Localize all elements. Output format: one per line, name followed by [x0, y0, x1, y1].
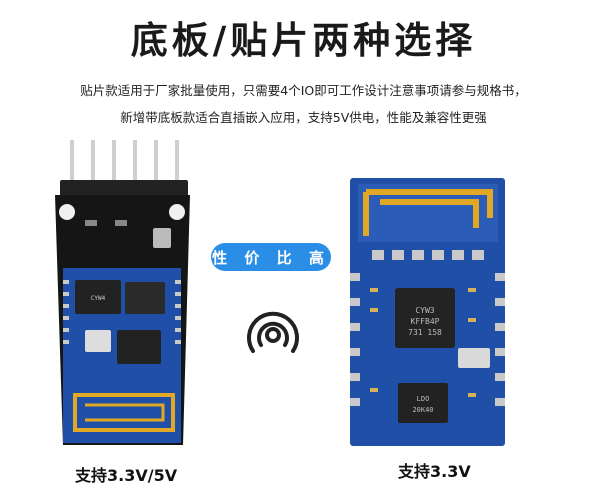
- regulator-label: 20K40: [412, 406, 433, 414]
- regulator-label: LDO: [417, 395, 430, 403]
- description-line-1: 贴片款适用于厂家批量使用，只需要4个IO即可工作设计注意事项请参与规格书，: [80, 83, 527, 98]
- baseboard-module-image: CYW4: [55, 140, 190, 445]
- value-badge: 性 价 比 高: [211, 243, 331, 271]
- smd-module-image: CYW3 KFFB4P 731 158 LDO 20K40: [350, 178, 505, 446]
- right-product-caption: 支持3.3V: [398, 462, 471, 481]
- chip-label: 731 158: [408, 328, 442, 337]
- signal-broadcast-icon: [247, 311, 299, 353]
- chip-label: CYW3: [415, 306, 434, 315]
- pin-header: [60, 140, 188, 198]
- page-title: 底板/贴片两种选择: [130, 19, 477, 62]
- description-line-2: 新增带底板款适合直插嵌入应用，支持5V供电，性能及兼容性更强: [120, 110, 487, 125]
- left-product-caption: 支持3.3V/5V: [75, 466, 178, 485]
- chip-label: KFFB4P: [411, 317, 440, 326]
- chip-label: CYW4: [91, 295, 106, 302]
